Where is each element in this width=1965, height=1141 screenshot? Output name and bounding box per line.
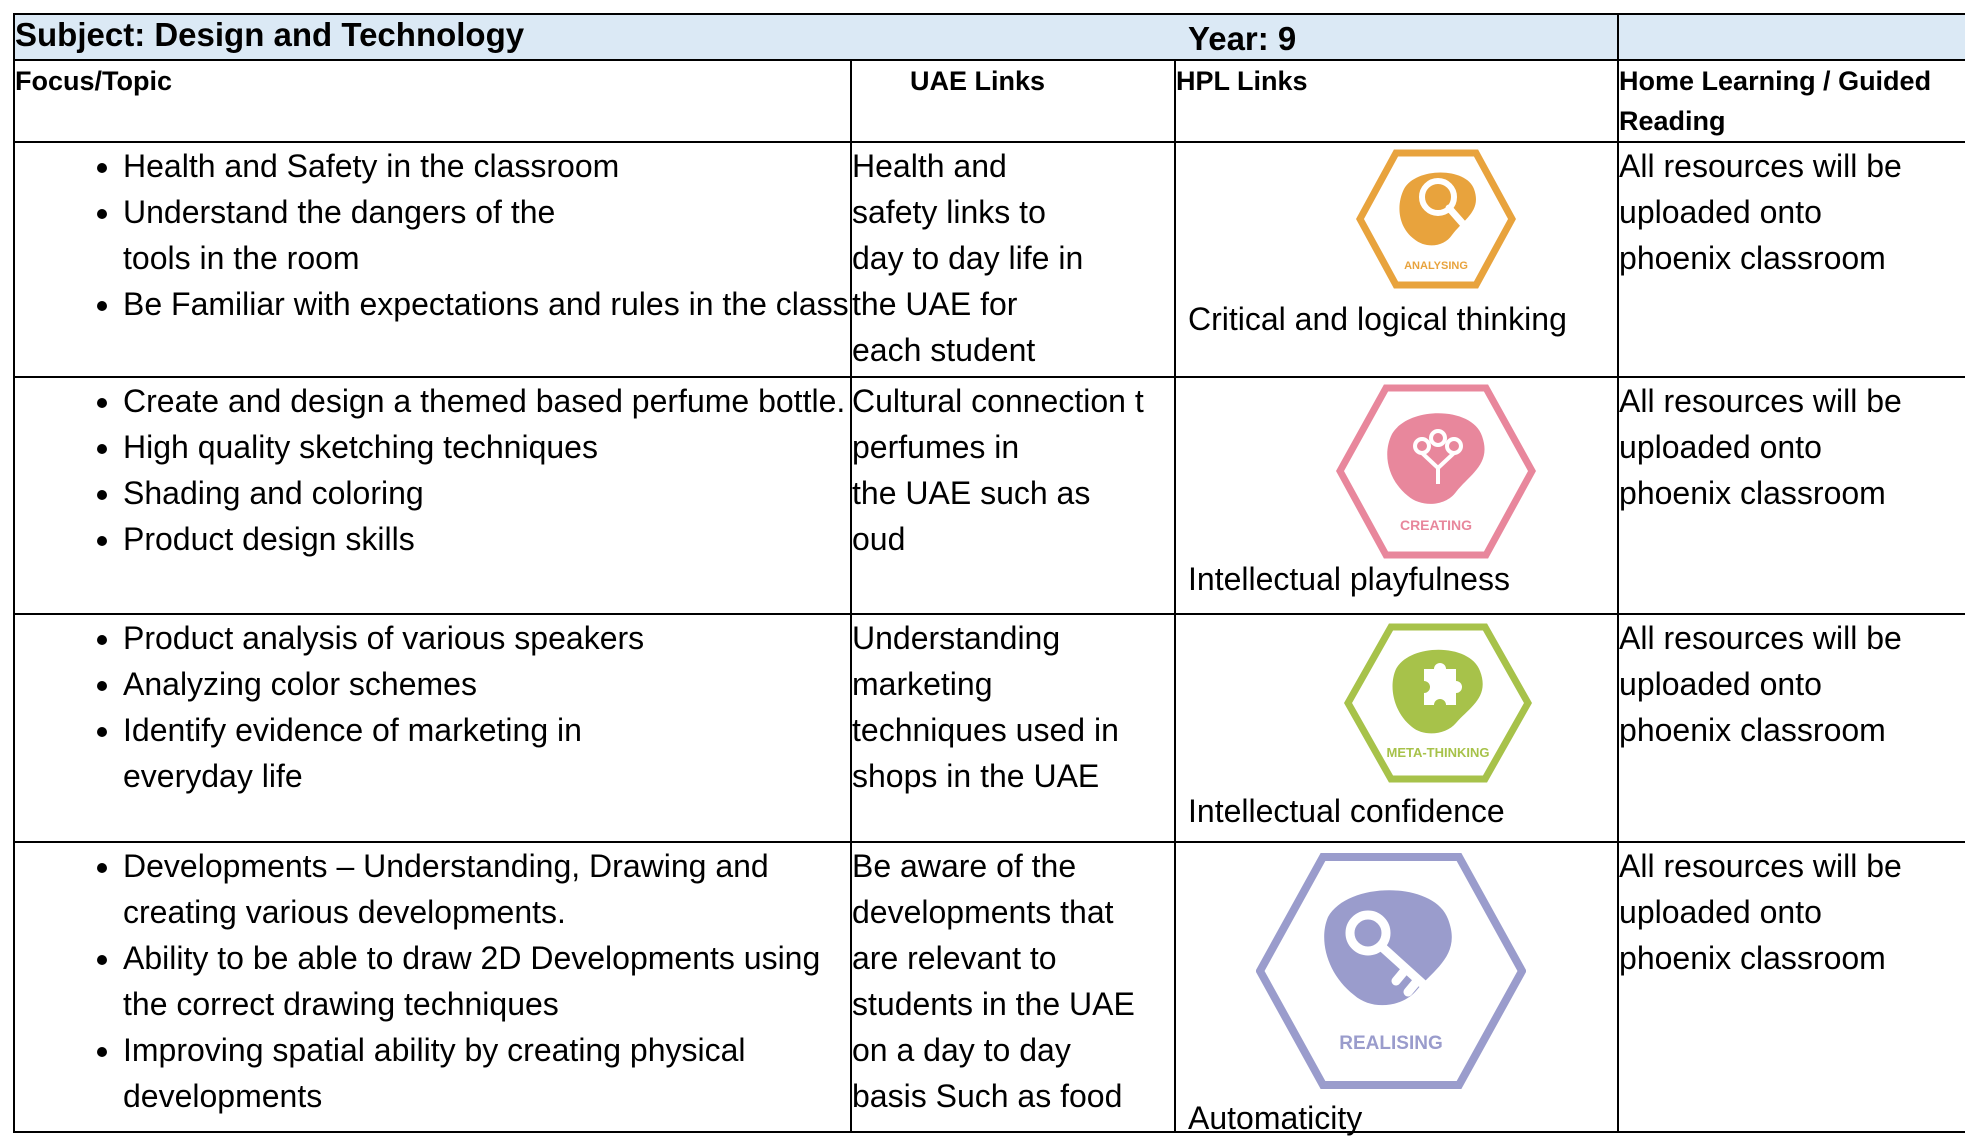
col-focus-header: Focus/Topic <box>13 59 852 143</box>
topic-cell: Health and Safety in the classroom Under… <box>13 141 852 378</box>
uae-cell: Understanding marketing techniques used … <box>850 613 1176 843</box>
home-cell: All resources will be uploaded onto phoe… <box>1617 841 1965 1133</box>
topic-list: Developments – Understanding, Drawing an… <box>15 843 850 1119</box>
hex-label: ANALYSING <box>1404 260 1468 272</box>
list-item: High quality sketching techniques <box>123 424 850 470</box>
uae-cell: Be aware of the developments that are re… <box>850 841 1176 1133</box>
table-row: Health and Safety in the classroom Under… <box>13 141 1965 378</box>
subject-title: Subject: Design and Technology <box>12 13 1620 61</box>
list-item: Identify evidence of marketing in everyd… <box>123 707 850 799</box>
home-cell: All resources will be uploaded onto phoe… <box>1617 141 1965 378</box>
uae-text: Cultural connection t perfumes in the UA… <box>852 383 1144 557</box>
topic-list: Product analysis of various speakers Ana… <box>15 615 850 799</box>
hpl-caption: Intellectual playfulness <box>1188 561 1510 597</box>
list-item: Analyzing color schemes <box>123 661 850 707</box>
list-item: Shading and coloring <box>123 470 850 516</box>
list-item: Product design skills <box>123 516 850 562</box>
list-item: Create and design a themed based perfume… <box>123 378 850 424</box>
list-item: Health and Safety in the classroom <box>123 143 850 189</box>
table-row: Developments – Understanding, Drawing an… <box>13 841 1965 1136</box>
key-icon: REALISING <box>1256 853 1526 1089</box>
topic-cell: Product analysis of various speakers Ana… <box>13 613 852 843</box>
title-row: Subject: Design and Technology Year: 9 <box>12 13 1965 61</box>
home-cell: All resources will be uploaded onto phoe… <box>1617 613 1965 843</box>
topic-cell: Developments – Understanding, Drawing an… <box>13 841 852 1133</box>
list-item: Developments – Understanding, Drawing an… <box>123 843 850 935</box>
list-item: Be Familiar with expectations and rules … <box>123 281 850 327</box>
table-row: Product analysis of various speakers Ana… <box>13 613 1965 843</box>
list-item: Improving spatial ability by creating ph… <box>123 1027 850 1119</box>
column-header-row: Focus/Topic UAE Links HPL Links Home Lea… <box>13 59 1965 143</box>
home-cell: All resources will be uploaded onto phoe… <box>1617 376 1965 615</box>
topic-list: Health and Safety in the classroom Under… <box>15 143 850 327</box>
uae-cell: Health and safety links to day to day li… <box>850 141 1176 378</box>
uae-text: Be aware of the developments that are re… <box>852 848 1135 1114</box>
magnifier-icon: ANALYSING <box>1356 149 1516 289</box>
hpl-cell: CREATING Intellectual playfulness <box>1173 376 1620 615</box>
hpl-cell: META-THINKING Intellectual confidence <box>1173 613 1620 843</box>
curriculum-table: Subject: Design and Technology Year: 9 F… <box>12 13 1965 1136</box>
uae-text: Understanding marketing techniques used … <box>852 620 1119 794</box>
hpl-cell: REALISING Automaticity <box>1173 841 1620 1136</box>
hpl-caption: Automaticity <box>1188 1100 1363 1136</box>
hex-label: META-THINKING <box>1386 745 1489 760</box>
list-item: Ability to be able to draw 2D Developmen… <box>123 935 850 1027</box>
uae-cell: Cultural connection t perfumes in the UA… <box>850 376 1176 615</box>
hpl-cell: ANALYSING Critical and logical thinking <box>1173 141 1620 378</box>
topic-cell: Create and design a themed based perfume… <box>13 376 852 615</box>
puzzle-icon: META-THINKING <box>1344 623 1532 783</box>
year-title: Year: 9 <box>1188 20 1297 57</box>
col-uae-header: UAE Links <box>850 59 1176 143</box>
year-cell: Year: 9 <box>1188 13 1965 61</box>
hpl-caption: Critical and logical thinking <box>1188 301 1567 337</box>
uae-text: Health and safety links to day to day li… <box>852 148 1084 368</box>
hex-label: CREATING <box>1400 517 1472 533</box>
hex-label: REALISING <box>1339 1033 1442 1054</box>
table-row: Create and design a themed based perfume… <box>13 376 1965 615</box>
list-item: Understand the dangers of the tools in t… <box>123 189 850 281</box>
col-home-header: Home Learning / Guided Reading <box>1617 59 1965 143</box>
hpl-caption: Intellectual confidence <box>1188 793 1505 829</box>
flower-icon: CREATING <box>1336 384 1536 559</box>
list-item: Product analysis of various speakers <box>123 615 850 661</box>
col-hpl-header: HPL Links <box>1173 59 1620 143</box>
curriculum-document: Subject: Design and Technology Year: 9 F… <box>12 13 1965 1136</box>
topic-list: Create and design a themed based perfume… <box>15 378 850 562</box>
